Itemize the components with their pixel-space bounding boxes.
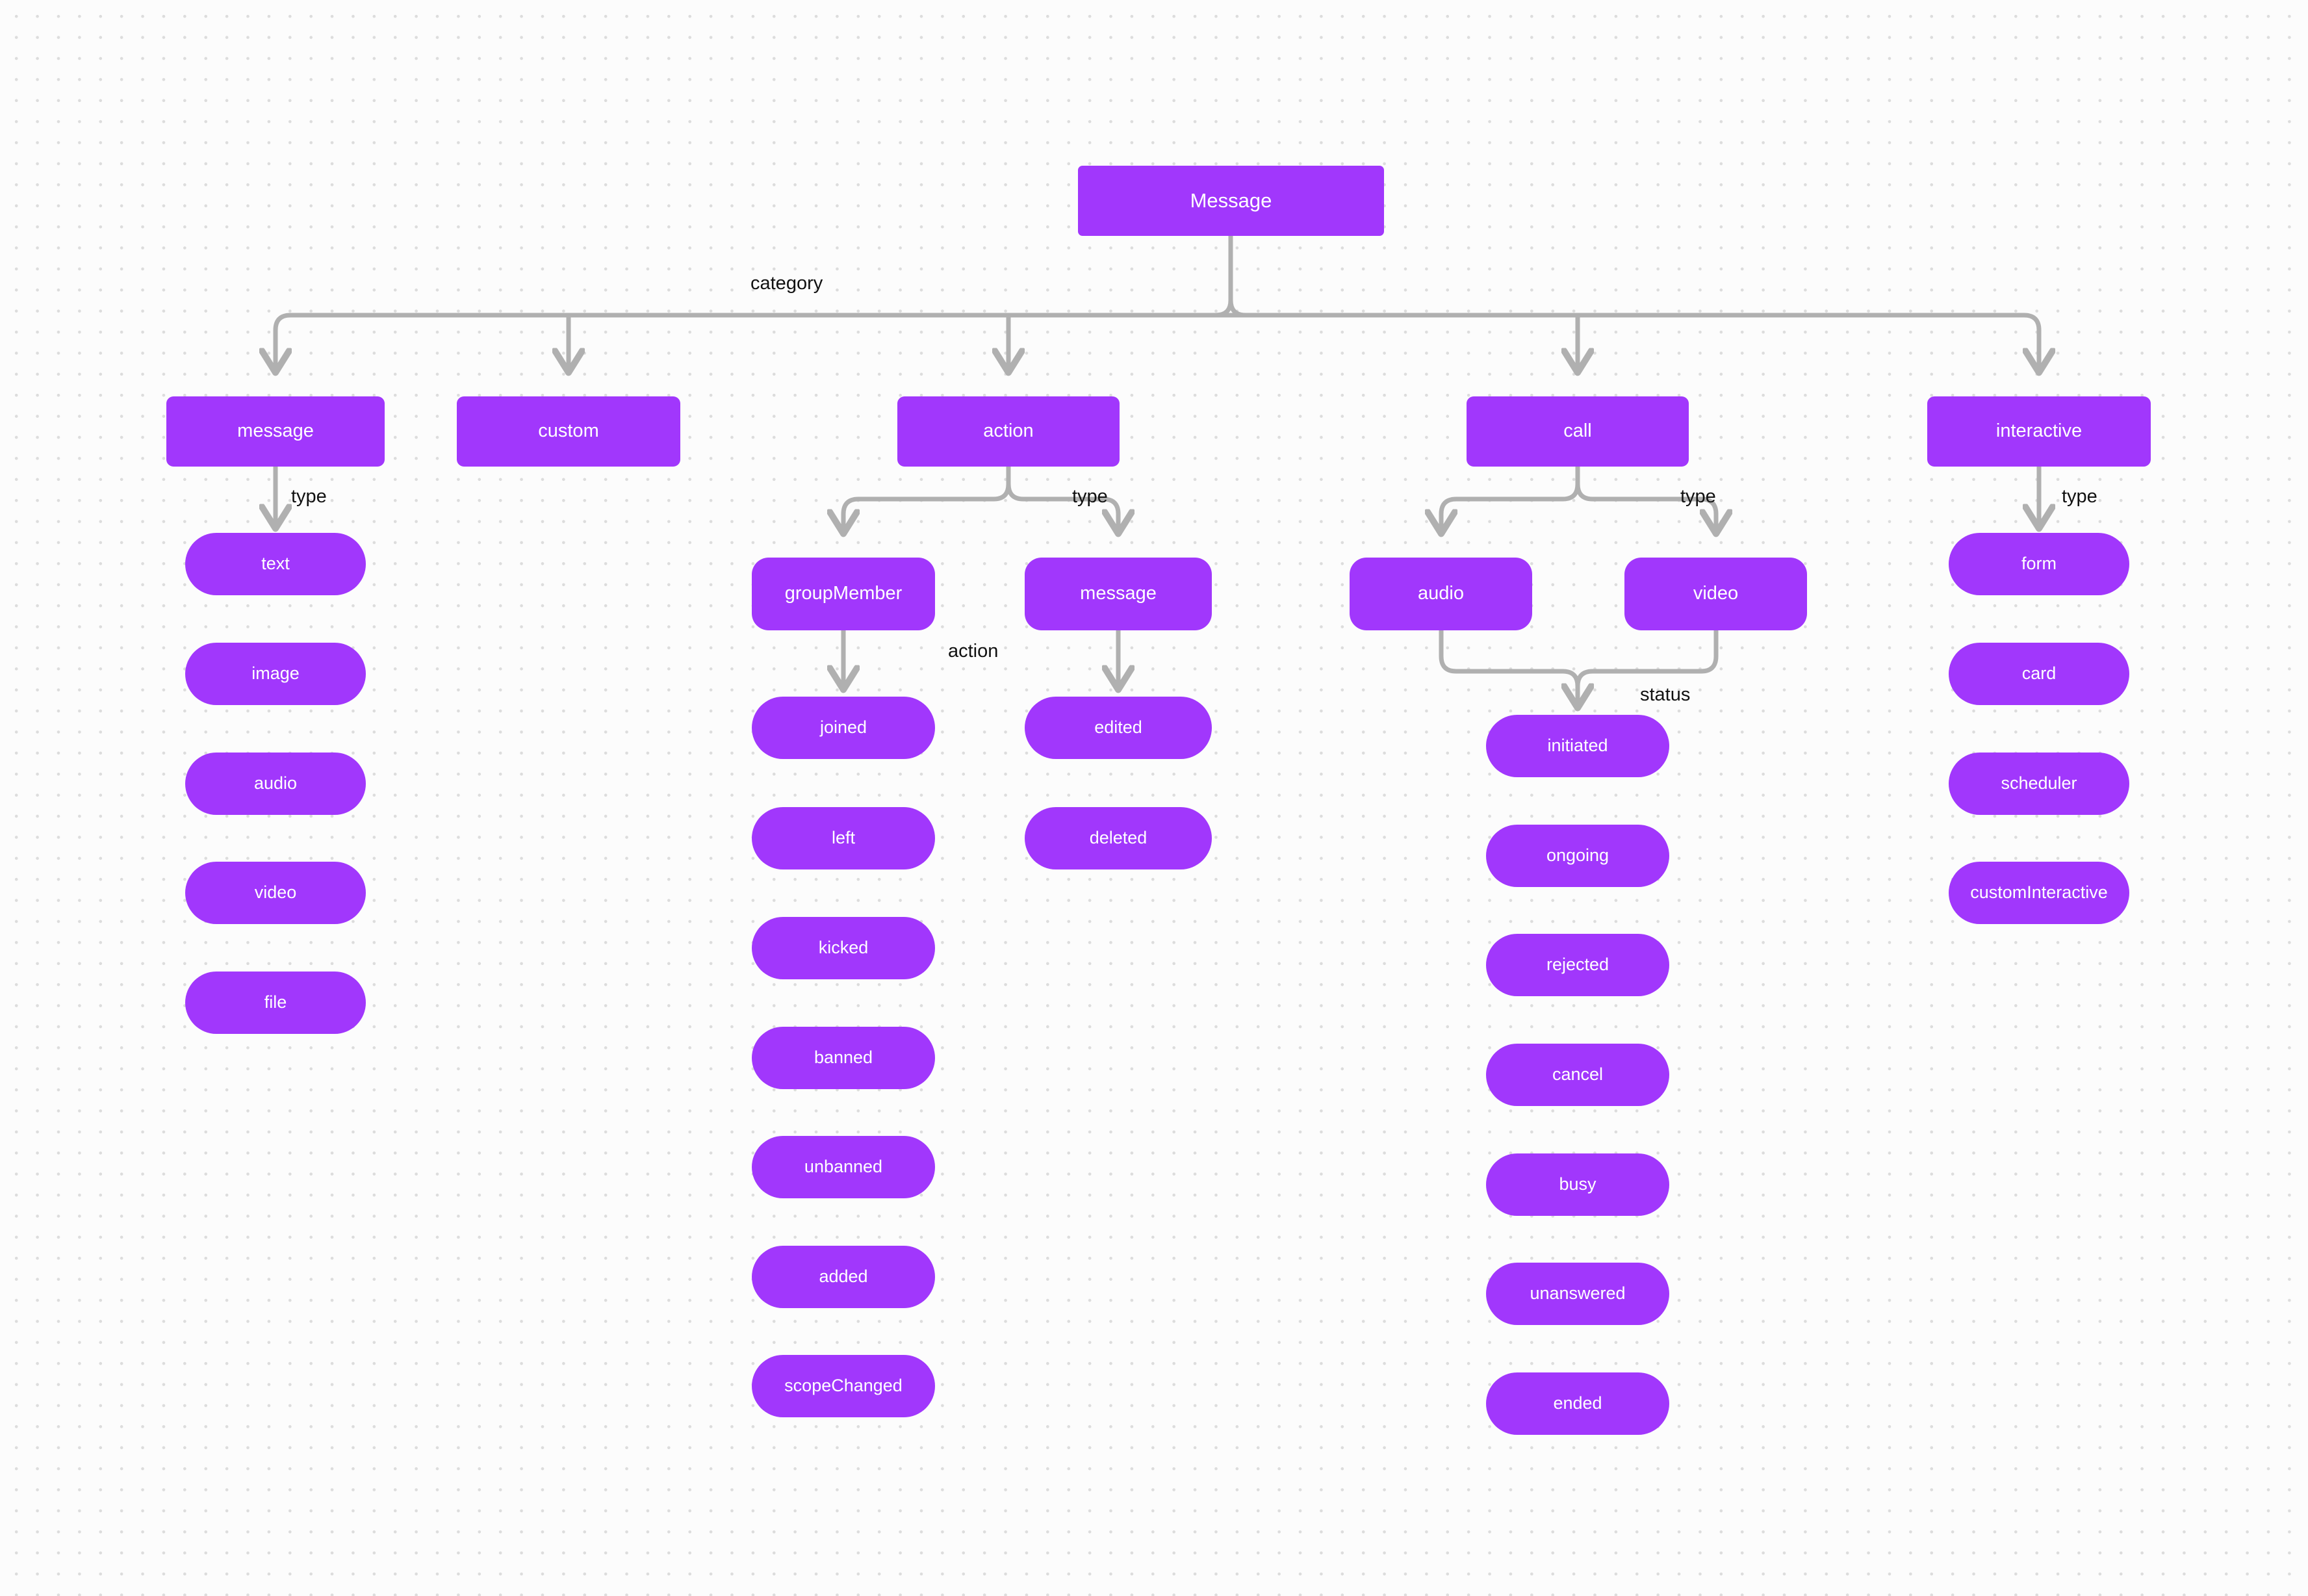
node-label: custom: [538, 420, 599, 442]
node-label: ended: [1553, 1393, 1602, 1413]
node-label: unanswered: [1530, 1283, 1626, 1304]
node-category-custom[interactable]: custom: [457, 396, 680, 467]
node-interactive-type-form[interactable]: form: [1949, 533, 2129, 595]
node-call-status-ended[interactable]: ended: [1486, 1372, 1669, 1435]
node-label: initiated: [1547, 736, 1608, 756]
node-groupmember-action-left[interactable]: left: [752, 807, 935, 869]
node-label: groupMember: [784, 583, 903, 604]
node-message-type-audio[interactable]: audio: [185, 753, 366, 815]
node-root-message[interactable]: Message: [1078, 166, 1384, 236]
node-label: deleted: [1089, 828, 1148, 848]
node-groupmember-action-added[interactable]: added: [752, 1246, 935, 1308]
node-message-action-deleted[interactable]: deleted: [1025, 807, 1212, 869]
edge-label-type-call: type: [1680, 486, 1716, 507]
node-label: kicked: [818, 938, 869, 958]
node-label: banned: [814, 1048, 873, 1068]
node-label: audio: [253, 773, 298, 793]
node-message-type-file[interactable]: file: [185, 972, 366, 1034]
node-groupmember-action-joined[interactable]: joined: [752, 697, 935, 759]
node-label: edited: [1094, 717, 1142, 738]
edge-label-type-interactive: type: [2062, 486, 2097, 507]
node-label: busy: [1559, 1174, 1596, 1194]
node-label: scheduler: [2001, 773, 2077, 793]
node-category-interactive[interactable]: interactive: [1927, 396, 2151, 467]
edge-label-type-action: type: [1072, 486, 1108, 507]
node-label: text: [261, 554, 290, 574]
node-action-type-groupmember[interactable]: groupMember: [752, 558, 935, 630]
node-message-type-text[interactable]: text: [185, 533, 366, 595]
node-category-action[interactable]: action: [897, 396, 1120, 467]
node-groupmember-action-banned[interactable]: banned: [752, 1027, 935, 1089]
node-message-action-edited[interactable]: edited: [1025, 697, 1212, 759]
node-label: customInteractive: [1970, 882, 2108, 903]
node-label: video: [1693, 583, 1739, 604]
node-label: card: [2021, 663, 2057, 684]
node-message-type-video[interactable]: video: [185, 862, 366, 924]
node-call-status-busy[interactable]: busy: [1486, 1153, 1669, 1216]
node-label: video: [254, 882, 297, 903]
node-label: action: [983, 420, 1034, 442]
node-interactive-type-card[interactable]: card: [1949, 643, 2129, 705]
node-label: image: [251, 663, 300, 684]
node-label: unbanned: [804, 1157, 883, 1177]
node-label: joined: [819, 717, 867, 738]
node-label: added: [819, 1267, 868, 1287]
node-label: interactive: [1995, 420, 2083, 442]
node-category-message[interactable]: message: [166, 396, 385, 467]
node-label: message: [237, 420, 314, 442]
node-call-type-video[interactable]: video: [1624, 558, 1807, 630]
node-interactive-type-custominteractive[interactable]: customInteractive: [1949, 862, 2129, 924]
node-label: message: [1080, 583, 1157, 604]
node-groupmember-action-unbanned[interactable]: unbanned: [752, 1136, 935, 1198]
node-label: audio: [1418, 583, 1464, 604]
node-call-status-cancel[interactable]: cancel: [1486, 1044, 1669, 1106]
node-call-status-initiated[interactable]: initiated: [1486, 715, 1669, 777]
node-label: Message: [1190, 188, 1272, 212]
edge-label-type-message: type: [291, 486, 327, 507]
node-label: ongoing: [1546, 845, 1609, 866]
node-label: rejected: [1546, 955, 1609, 975]
node-message-type-image[interactable]: image: [185, 643, 366, 705]
node-label: left: [831, 828, 856, 848]
node-category-call[interactable]: call: [1467, 396, 1689, 467]
node-groupmember-action-kicked[interactable]: kicked: [752, 917, 935, 979]
node-label: cancel: [1552, 1064, 1604, 1085]
edge-label-status: status: [1640, 684, 1691, 705]
node-action-type-message[interactable]: message: [1025, 558, 1212, 630]
node-groupmember-action-scopechanged[interactable]: scopeChanged: [752, 1355, 935, 1417]
node-call-status-unanswered[interactable]: unanswered: [1486, 1263, 1669, 1325]
node-label: call: [1563, 420, 1592, 442]
node-label: scopeChanged: [784, 1376, 903, 1396]
node-label: form: [2021, 554, 2057, 574]
node-call-type-audio[interactable]: audio: [1350, 558, 1532, 630]
node-interactive-type-scheduler[interactable]: scheduler: [1949, 753, 2129, 815]
edge-label-action: action: [948, 641, 999, 662]
node-call-status-ongoing[interactable]: ongoing: [1486, 825, 1669, 887]
node-label: file: [264, 992, 287, 1012]
edge-label-category: category: [750, 273, 823, 294]
node-call-status-rejected[interactable]: rejected: [1486, 934, 1669, 996]
